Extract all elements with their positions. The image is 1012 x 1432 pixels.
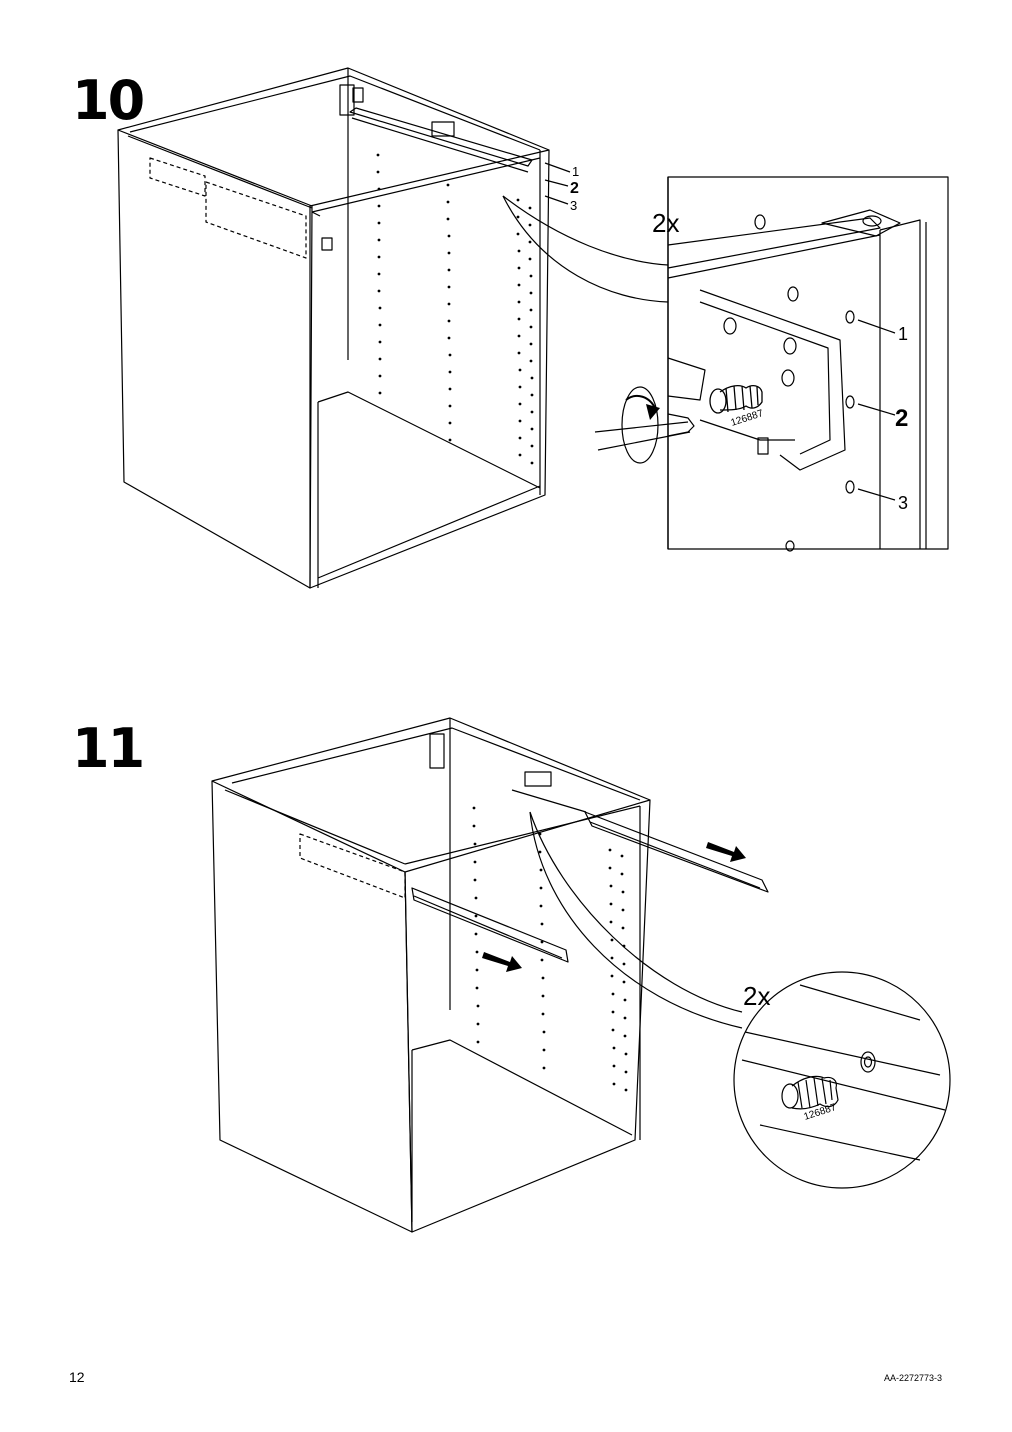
detail-box-10 [594, 176, 949, 552]
cabinet-frame [211, 717, 651, 1233]
step-10-illustration: 1 2 3 2x 126887 1 2 3 [117, 67, 949, 589]
callout-leaders [544, 162, 571, 205]
detail-callout-2: 2 [895, 405, 908, 432]
drawer-rail [349, 107, 533, 173]
euro-screw [709, 385, 763, 414]
detail-circle-11 [733, 971, 951, 1189]
quantity-label-10: 2x [652, 208, 679, 238]
detail-callout-1: 1 [898, 324, 908, 344]
callout-2: 2 [570, 180, 579, 197]
drawer-rail-left [411, 887, 569, 963]
dashed-part-outline [299, 833, 406, 899]
page-number: 12 [69, 1369, 85, 1385]
drawer-rail-right [524, 771, 769, 893]
callout-1: 1 [572, 164, 579, 179]
part-number-11: 126887 [803, 1102, 839, 1123]
document-code: AA-2272773-3 [884, 1373, 943, 1383]
euro-screw [781, 1075, 839, 1110]
step-number-10: 10 [72, 69, 145, 132]
step-number-11: 11 [72, 717, 145, 780]
cabinet-frame [117, 67, 550, 589]
screwdriver [594, 357, 706, 464]
dashed-part-outline [149, 157, 307, 259]
callout-3: 3 [570, 198, 577, 213]
detail-callout-3: 3 [898, 493, 908, 513]
quantity-label-11: 2x [743, 981, 770, 1011]
hole-rows [376, 153, 534, 465]
pull-direction-arrows [482, 842, 746, 972]
